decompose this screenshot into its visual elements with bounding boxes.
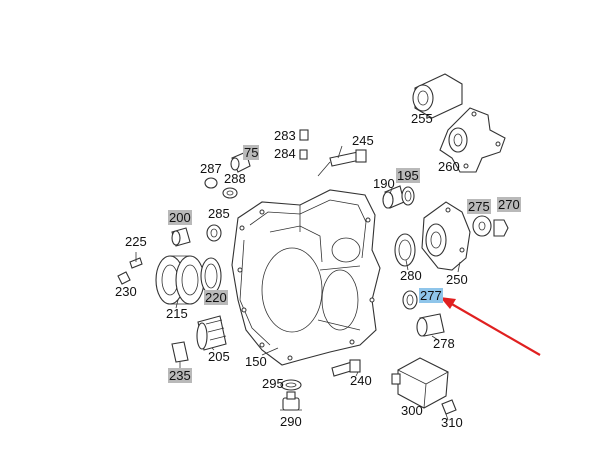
part-label-200: 200 [168, 210, 192, 225]
part-label-310: 310 [441, 415, 463, 430]
part-label-245: 245 [352, 133, 374, 148]
part-310-shape [441, 399, 457, 421]
part-255-shape [412, 73, 463, 119]
part-278-shape [416, 313, 445, 337]
part-label-75: 75 [243, 145, 260, 160]
part-label-250: 250 [446, 272, 468, 287]
part-283-284-shapes [299, 129, 309, 160]
part-205-shape [196, 315, 227, 351]
part-label-290: 290 [280, 414, 302, 429]
part-label-235: 235 [168, 368, 192, 383]
part-label-195: 195 [396, 168, 420, 183]
part-label-190: 190 [373, 176, 395, 191]
part-label-277: 277 [419, 288, 443, 303]
part-280-shape [394, 233, 416, 267]
part-295-290-shapes [280, 379, 302, 411]
part-300-shape [391, 357, 449, 409]
part-label-270: 270 [497, 197, 521, 212]
part-label-205: 205 [208, 349, 230, 364]
part-label-260: 260 [438, 159, 460, 174]
part-240-shape [331, 359, 361, 377]
part-label-283: 283 [274, 128, 296, 143]
part-label-300: 300 [401, 403, 423, 418]
part-label-255: 255 [411, 111, 433, 126]
part-260-shape [439, 107, 506, 173]
part-label-284: 284 [274, 146, 296, 161]
part-label-275: 275 [467, 199, 491, 214]
part-label-150: 150 [245, 354, 267, 369]
part-label-278: 278 [433, 336, 455, 351]
part-label-225: 225 [125, 234, 147, 249]
part-245-shape [317, 149, 367, 177]
part-label-230: 230 [115, 284, 137, 299]
housing-150 [231, 189, 381, 366]
part-275-270-shapes [472, 215, 509, 237]
part-label-215: 215 [166, 306, 188, 321]
part-label-240: 240 [350, 373, 372, 388]
part-label-220: 220 [204, 290, 228, 305]
part-215-220-225-230-shapes [117, 255, 222, 305]
part-label-285: 285 [208, 206, 230, 221]
part-200-285-shapes [171, 224, 222, 247]
part-label-287: 287 [200, 161, 222, 176]
leader-lines [135, 145, 461, 377]
part-190-195-shapes [382, 185, 415, 209]
part-277-shape [402, 290, 418, 310]
part-label-280: 280 [400, 268, 422, 283]
callout-arrow [440, 297, 541, 356]
part-250-shape [421, 201, 471, 271]
part-235-shape [171, 341, 189, 368]
part-label-295: 295 [262, 376, 284, 391]
part-label-288: 288 [224, 171, 246, 186]
